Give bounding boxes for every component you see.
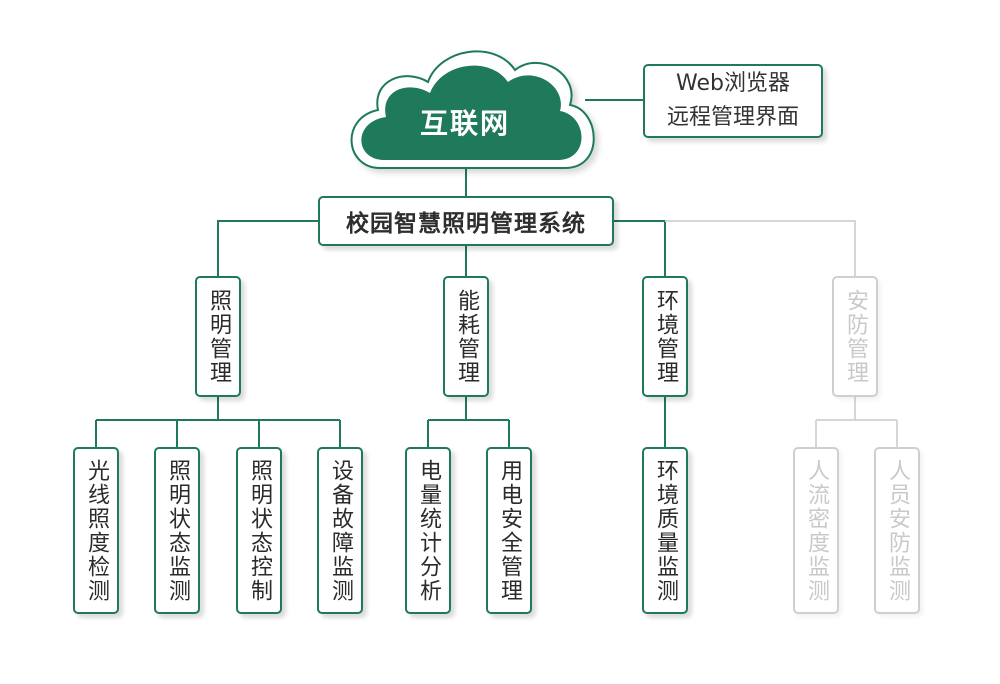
leaf-label: 人流密度监测 xyxy=(804,458,829,603)
leaf-power-statistics: 电量统计分析 xyxy=(405,447,451,614)
category-security: 安防管理 xyxy=(832,276,878,397)
leaf-electrical-safety: 用电安全管理 xyxy=(486,447,532,614)
leaf-label: 照明状态控制 xyxy=(247,458,272,603)
leaf-environment-quality: 环境质量监测 xyxy=(642,447,688,614)
category-environment: 环境管理 xyxy=(642,276,688,397)
leaf-lighting-status-control: 照明状态控制 xyxy=(236,447,282,614)
leaf-device-fault-monitor: 设备故障监测 xyxy=(317,447,363,614)
cloud-fill xyxy=(361,65,582,160)
leaf-label: 人员安防监测 xyxy=(885,458,910,603)
connector-system-security xyxy=(665,220,856,276)
leaf-label: 电量统计分析 xyxy=(416,458,441,603)
category-energy: 能耗管理 xyxy=(443,276,489,397)
leaf-label: 光线照度检测 xyxy=(84,458,109,603)
web-browser-box: Web浏览器 远程管理界面 xyxy=(643,64,823,138)
leaf-label: 用电安全管理 xyxy=(497,458,522,603)
system-box: 校园智慧照明管理系统 xyxy=(318,196,614,246)
category-label: 照明管理 xyxy=(206,288,231,385)
web-browser-line1: Web浏览器 xyxy=(676,71,790,96)
system-label: 校园智慧照明管理系统 xyxy=(346,211,586,237)
category-label: 环境管理 xyxy=(653,288,678,385)
connector-system-lighting xyxy=(217,220,318,276)
leaf-personnel-security: 人员安防监测 xyxy=(874,447,920,614)
leaf-label: 设备故障监测 xyxy=(328,458,353,603)
leaf-label: 照明状态监测 xyxy=(165,458,190,603)
leaf-crowd-density: 人流密度监测 xyxy=(793,447,839,614)
leaf-label: 环境质量监测 xyxy=(653,458,678,603)
leaf-lighting-status-monitor: 照明状态监测 xyxy=(154,447,200,614)
category-label: 能耗管理 xyxy=(454,288,479,385)
category-label: 安防管理 xyxy=(843,288,868,385)
cloud-label: 互联网 xyxy=(419,107,510,140)
category-lighting: 照明管理 xyxy=(195,276,241,397)
web-browser-line2: 远程管理界面 xyxy=(666,105,799,130)
leaf-light-illuminance: 光线照度检测 xyxy=(73,447,119,614)
